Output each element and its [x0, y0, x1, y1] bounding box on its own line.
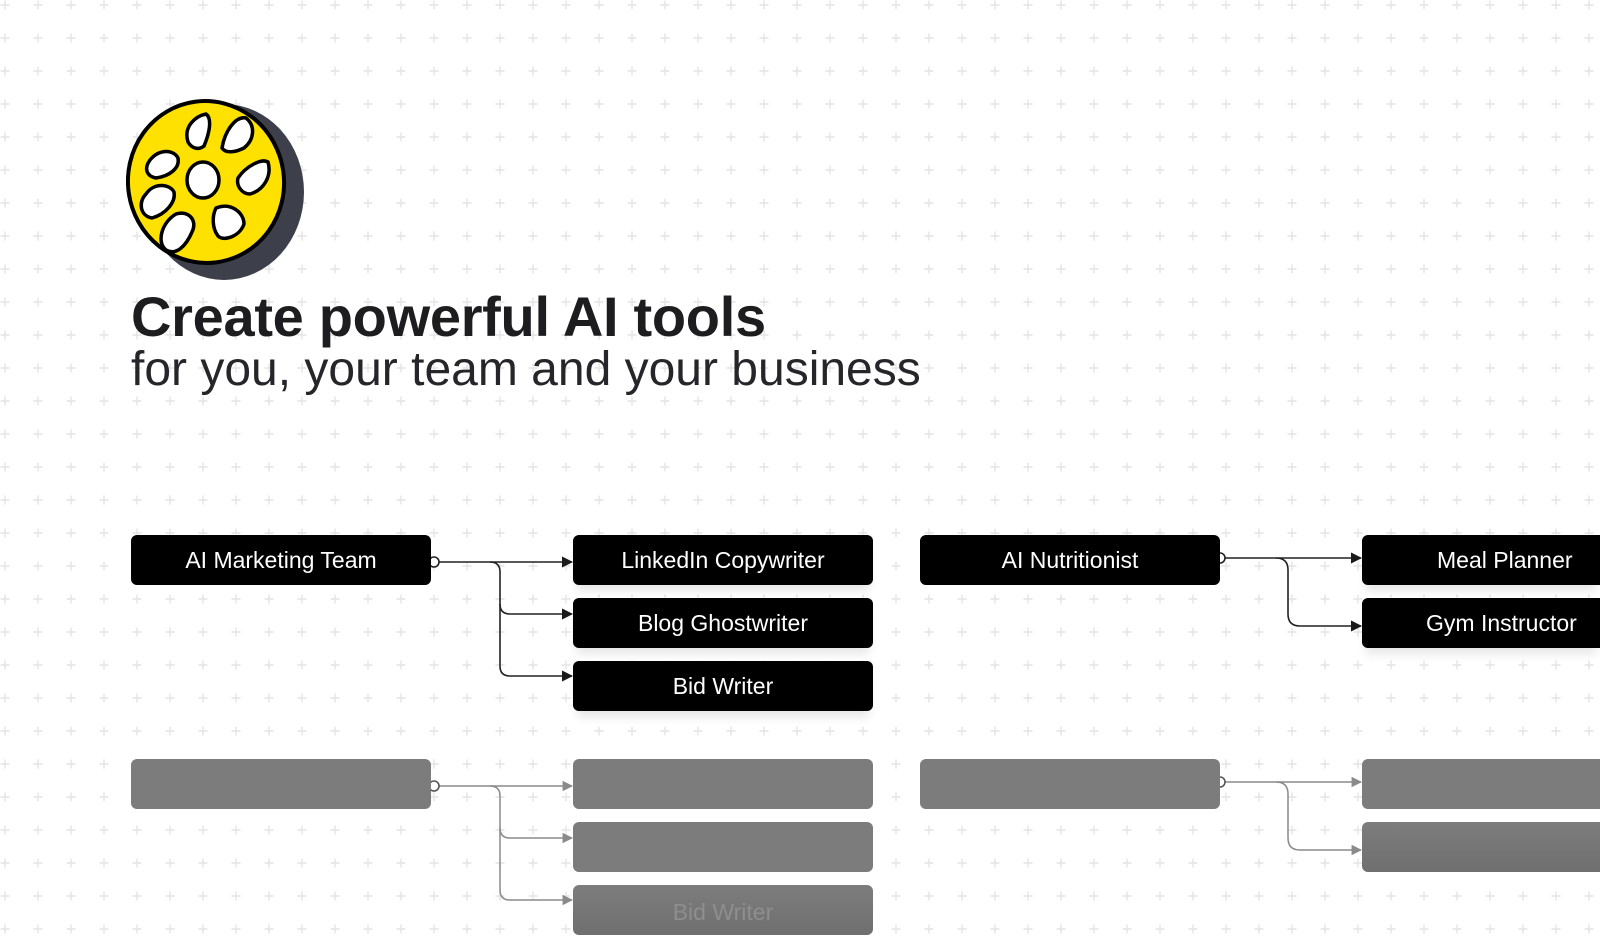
- node-ghost-child: [1362, 759, 1600, 809]
- node-linkedin-copywriter[interactable]: LinkedIn Copywriter: [573, 535, 873, 585]
- node-ghost-child: [573, 822, 873, 872]
- connector-ghost-2: [1220, 776, 1363, 856]
- node-ghost-child: [1362, 822, 1600, 872]
- node-bid-writer[interactable]: Bid Writer: [573, 661, 873, 711]
- node-ghost-child: [573, 759, 873, 809]
- connector-ghost-1: [434, 780, 574, 906]
- node-meal-planner[interactable]: Meal Planner: [1362, 535, 1600, 585]
- page-subline: for you, your team and your business: [131, 343, 921, 396]
- lemon-slice-logo-icon: [126, 99, 304, 280]
- connector-nutritionist: [1220, 552, 1363, 632]
- node-ai-marketing-team[interactable]: AI Marketing Team: [131, 535, 431, 585]
- node-ghost-bid-writer: Bid Writer: [573, 885, 873, 935]
- node-blog-ghostwriter[interactable]: Blog Ghostwriter: [573, 598, 873, 648]
- connector-marketing: [434, 556, 574, 682]
- node-ghost-parent: [131, 759, 431, 809]
- node-ai-nutritionist[interactable]: AI Nutritionist: [920, 535, 1220, 585]
- page-headline: Create powerful AI tools: [131, 285, 766, 348]
- node-ghost-parent: [920, 759, 1220, 809]
- node-gym-instructor[interactable]: Gym Instructor: [1362, 598, 1600, 648]
